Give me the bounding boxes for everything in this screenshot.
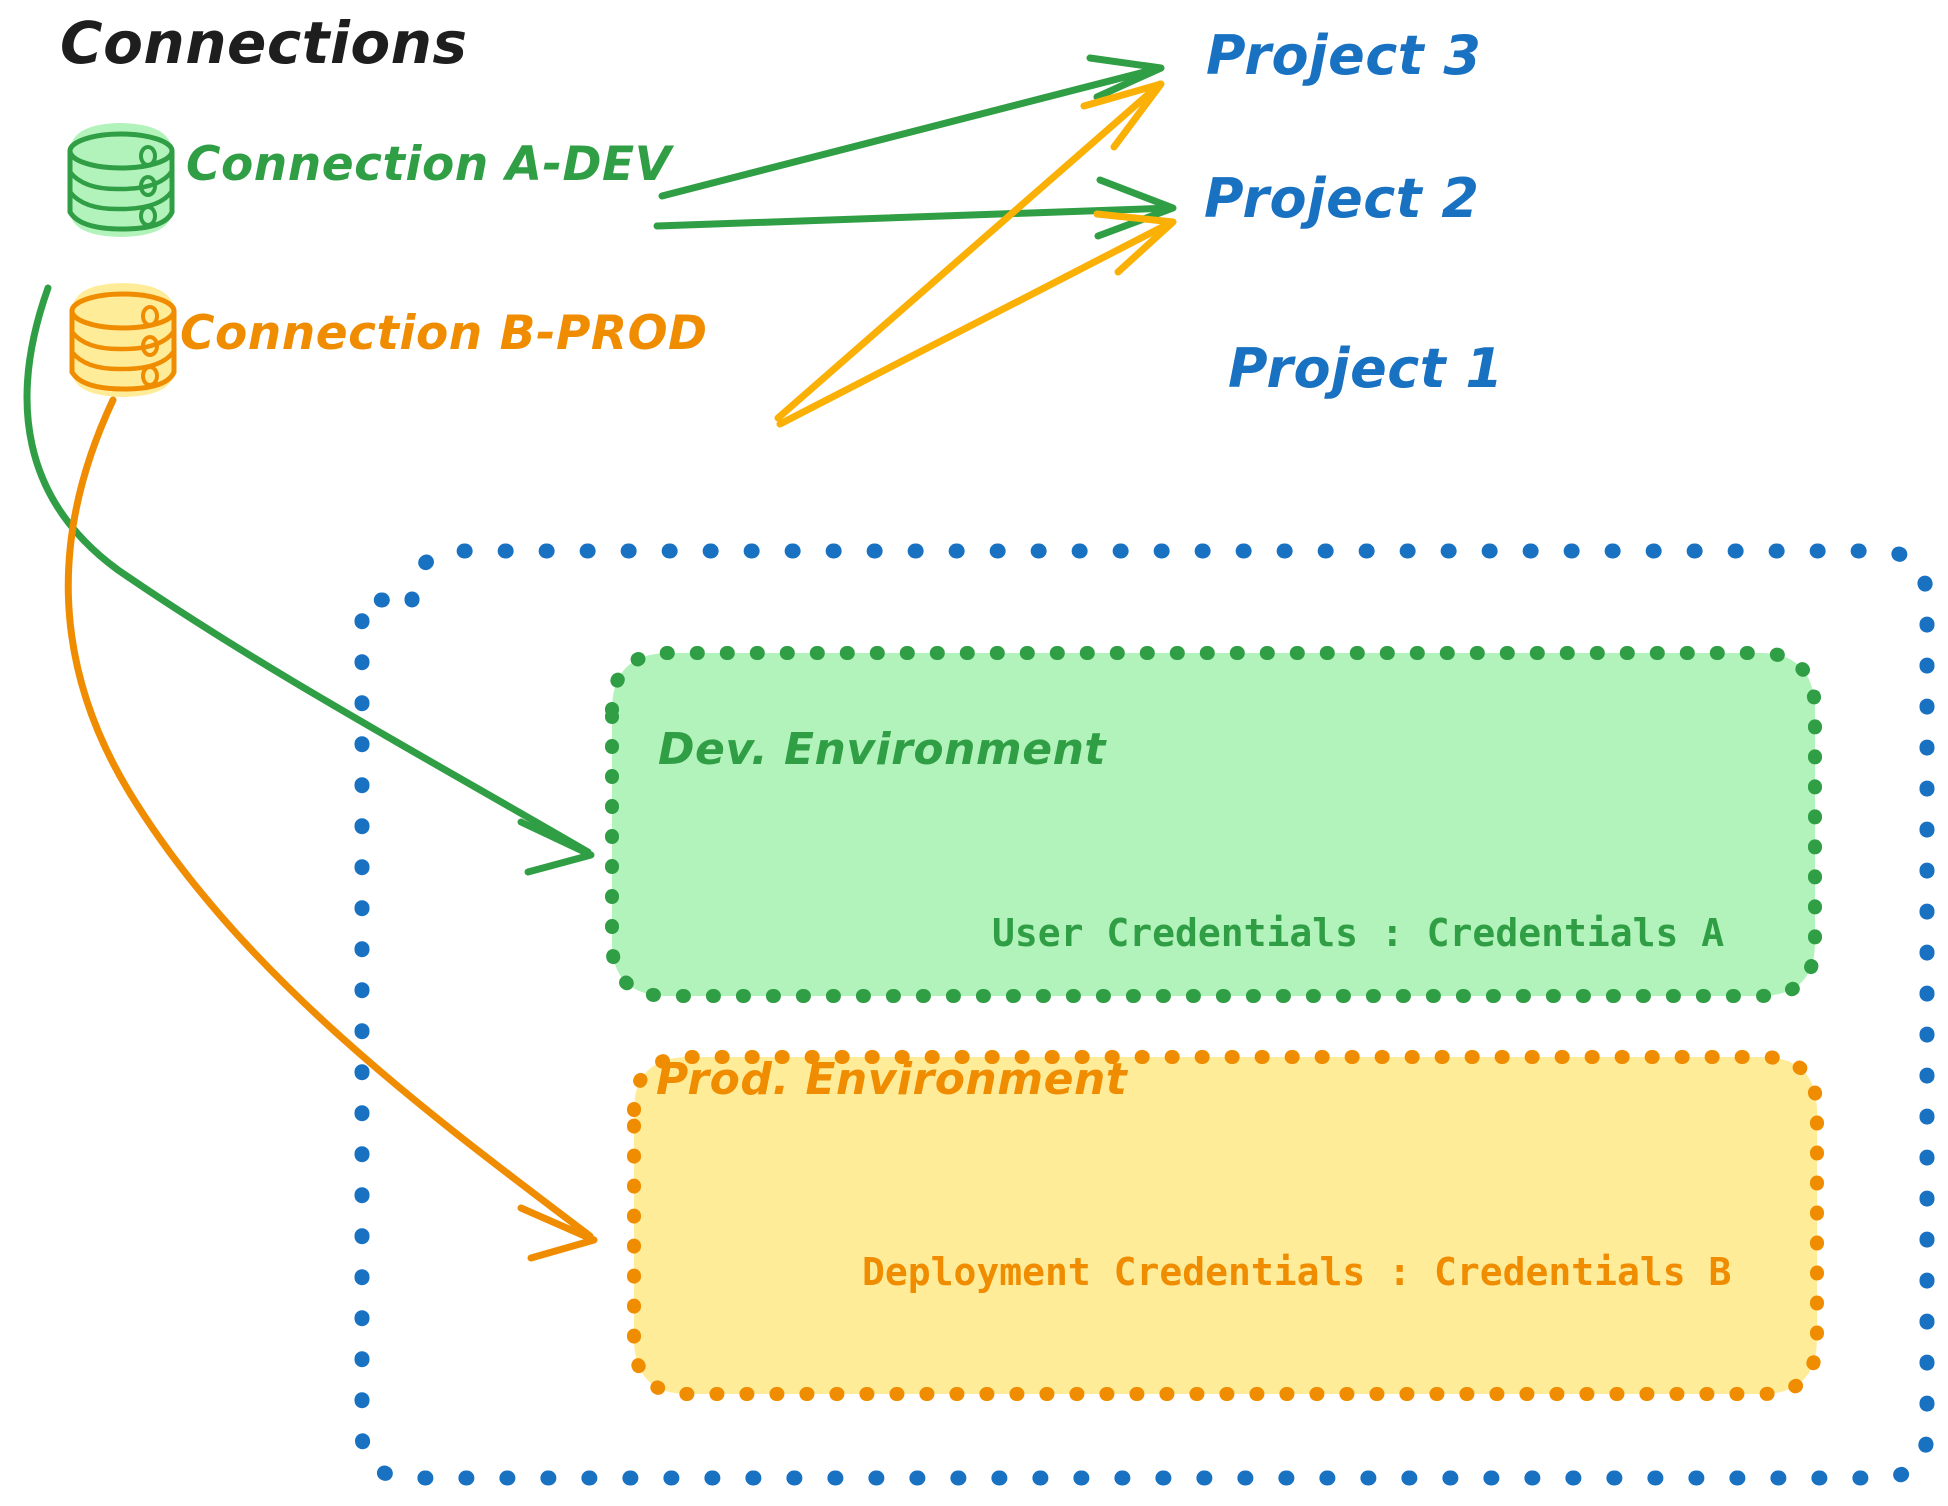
arrow-b-prod-to-project-2 xyxy=(776,210,1177,428)
page-title: Connections xyxy=(60,9,468,77)
connection-b-prod-label[interactable]: Connection B-PROD xyxy=(180,306,708,361)
arrow-a-dev-to-project-3 xyxy=(658,54,1165,200)
connection-a-dev-label[interactable]: Connection A-DEV xyxy=(186,137,672,192)
dev-environment-title: Dev. Environment xyxy=(658,724,1106,775)
dev-environment-credentials: User Credentials : Credentials A xyxy=(992,911,1725,955)
prod-environment-title: Prod. Environment xyxy=(656,1054,1128,1105)
project-2-label[interactable]: Project 2 xyxy=(1204,167,1480,230)
arrow-a-dev-to-project-2 xyxy=(653,176,1177,240)
arrow-a-dev-to-dev-environment xyxy=(23,284,595,876)
arrow-b-prod-to-project-3 xyxy=(774,80,1165,422)
database-icon-connection-b-prod[interactable] xyxy=(69,283,177,397)
project-3-label[interactable]: Project 3 xyxy=(1206,24,1482,87)
prod-environment-credentials: Deployment Credentials : Credentials B xyxy=(862,1250,1732,1294)
project-1-container-border xyxy=(354,543,1935,1486)
project-1-label[interactable]: Project 1 xyxy=(1228,337,1504,400)
arrow-b-prod-to-prod-environment xyxy=(64,396,598,1262)
prod-environment-box[interactable] xyxy=(627,1050,1824,1401)
database-icon-connection-a-dev[interactable] xyxy=(67,123,175,237)
dev-environment-box[interactable] xyxy=(605,646,1822,1003)
